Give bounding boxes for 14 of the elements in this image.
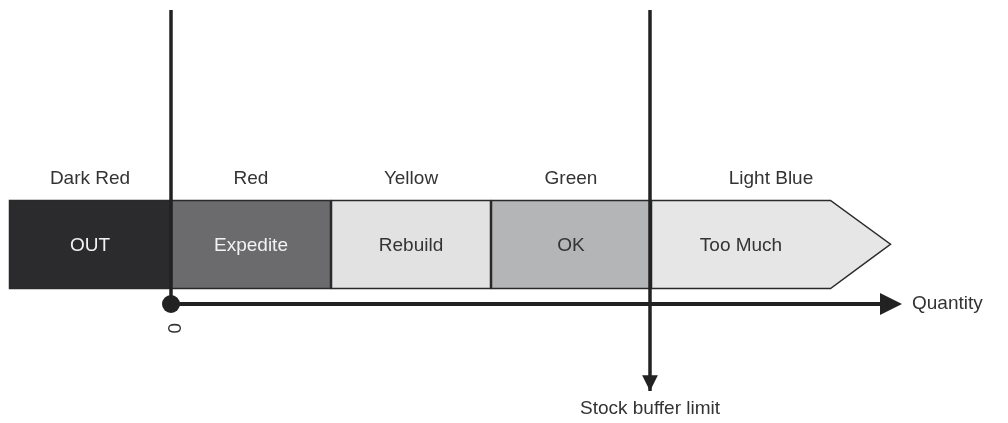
zone-label: Too Much [698,234,784,256]
zone-label: OUT [68,234,112,256]
limit-arrow [642,10,658,391]
limit-label: Stock buffer limit [579,397,721,419]
zone-heading: Yellow [382,166,440,190]
zone-label: OK [556,234,586,256]
axis-label: Quantity [912,292,983,314]
zero-label: 0 [163,323,185,334]
zone-label: Rebuild [377,234,445,256]
zone-label: Expedite [213,234,289,256]
zone-heading: Dark Red [48,166,132,190]
zone-heading: Light Blue [727,166,815,190]
zone-heading: Green [543,166,599,190]
zone-heading: Red [232,166,270,190]
